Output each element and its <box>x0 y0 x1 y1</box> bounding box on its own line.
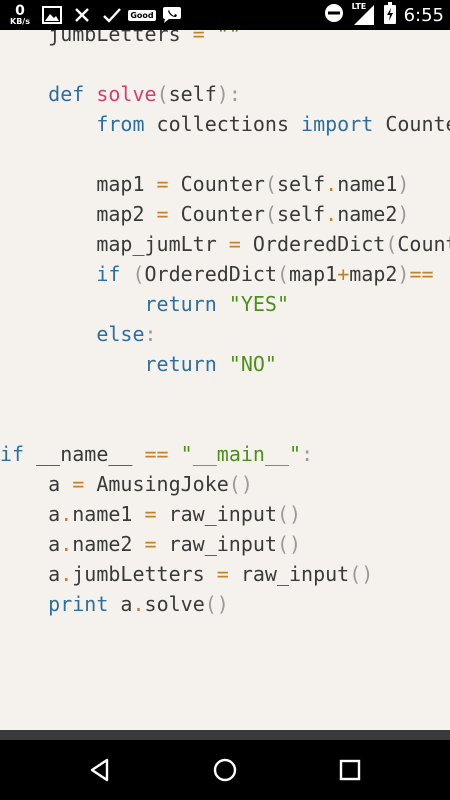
nav-divider <box>0 730 450 740</box>
code-text: print a.solve() <box>48 592 229 616</box>
code-line: jumbLetters = "" <box>0 30 241 49</box>
code-text: jumbLetters = "" <box>0 30 241 46</box>
net-speed-value: 0 <box>15 3 25 19</box>
close-icon <box>70 3 94 27</box>
code-line: else: <box>0 319 157 349</box>
code-text: a = AmusingJoke() <box>0 472 253 496</box>
code-line: from collections import Counter <box>0 109 450 139</box>
code-line: map2 = Counter(self.name2) <box>0 199 409 229</box>
net-speed-unit: KB/s <box>10 17 30 26</box>
code-line: map1 = Counter(self.name1) <box>0 169 409 199</box>
check-icon <box>100 3 124 27</box>
chat-phone-icon <box>160 3 184 27</box>
network-type-label: LTE <box>351 2 367 11</box>
code-text: a.name1 = raw_input() <box>0 502 302 526</box>
code-line: map_jumLtr = OrderedDict(Counter( <box>0 229 450 259</box>
lte-signal-icon: LTE <box>351 2 376 26</box>
battery-charging-icon <box>383 2 396 28</box>
home-icon <box>213 758 237 782</box>
code-line: return "YES" <box>0 289 290 319</box>
code-viewer[interactable]: jumbLetters = "" def solve(self): from c… <box>0 30 450 730</box>
code-text: return "YES" <box>144 292 290 316</box>
code-text: def solve(self): <box>48 82 241 106</box>
code-text: if (OrderedDict(map1+map2)== <box>96 262 434 286</box>
status-time: 6:55 <box>403 4 444 26</box>
code-text: a.jumbLetters = raw_input() <box>0 562 374 586</box>
code-line: def solve(self): <box>0 79 241 109</box>
code-line: a.jumbLetters = raw_input() <box>0 559 373 589</box>
recents-button[interactable] <box>330 750 370 790</box>
code-line: a.name1 = raw_input() <box>0 499 301 529</box>
code-text: else: <box>96 322 157 346</box>
status-bar: 0 KB/s Good LTE 6:55 <box>0 0 450 30</box>
code-text: map1 = Counter(self.name1) <box>0 172 410 196</box>
code-line: if __name__ == "__main__": <box>0 439 313 469</box>
code-text: from collections import Counter <box>96 112 450 136</box>
navigation-bar <box>0 740 450 800</box>
recents-icon <box>339 759 361 781</box>
good-badge-label: Good <box>128 9 156 21</box>
code-line: a.name2 = raw_input() <box>0 529 301 559</box>
good-badge-icon: Good <box>128 3 156 27</box>
code-line: return "NO" <box>0 349 277 379</box>
net-speed-indicator: 0 KB/s <box>0 4 40 26</box>
back-icon <box>90 758 109 782</box>
code-line: a = AmusingJoke() <box>0 469 253 499</box>
code-line: print a.solve() <box>0 589 229 619</box>
do-not-disturb-icon <box>324 3 344 27</box>
code-text: map2 = Counter(self.name2) <box>0 202 410 226</box>
code-text: a.name2 = raw_input() <box>0 532 302 556</box>
back-button[interactable] <box>80 750 120 790</box>
code-line: if (OrderedDict(map1+map2)== <box>0 259 434 289</box>
code-text: map_jumLtr = OrderedDict(Counter( <box>0 232 450 256</box>
code-text: if __name__ == "__main__": <box>0 442 314 466</box>
image-icon <box>40 3 64 27</box>
home-button[interactable] <box>205 750 245 790</box>
code-text: return "NO" <box>144 352 277 376</box>
